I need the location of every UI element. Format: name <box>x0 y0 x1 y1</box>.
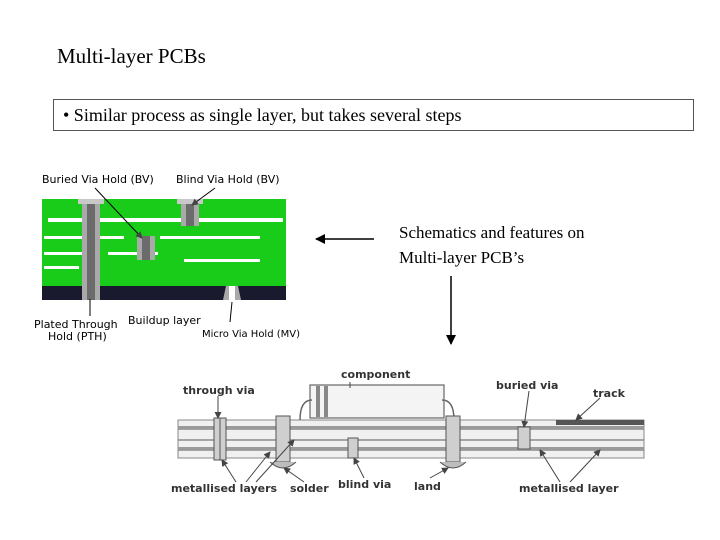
through-via-left <box>213 417 227 461</box>
label-track: track <box>593 387 626 400</box>
component <box>299 384 455 421</box>
blind-via-bottom <box>347 437 359 459</box>
pcb-green-board <box>42 199 286 286</box>
bottom-pcb-diagram: through via component buried via track m… <box>171 368 645 495</box>
pcb-buildup-base <box>42 286 286 300</box>
caption-line-1: Schematics and features on <box>399 223 585 242</box>
through-via-component-right <box>439 415 467 469</box>
label-buildup-layer: Buildup layer <box>128 314 201 327</box>
caption: Schematics and features on Multi-layer P… <box>399 220 659 270</box>
label-metallised-layer: metallised layer <box>519 482 619 495</box>
through-via-component-left <box>269 415 297 469</box>
label-plated-through-1: Plated Through <box>34 318 118 331</box>
slide-title: Multi-layer PCBs <box>57 44 206 68</box>
caption-line-2: Multi-layer PCB’s <box>399 248 525 267</box>
label-buried-via-hold: Buried Via Hold (BV) <box>42 173 154 186</box>
label-component: component <box>341 368 410 381</box>
label-solder: solder <box>290 482 329 495</box>
label-blind-via: blind via <box>338 478 391 491</box>
plated-through-via <box>78 199 104 300</box>
label-micro-via-hold: Micro Via Hold (MV) <box>202 329 300 340</box>
leader-lines <box>214 382 601 483</box>
buried-via-bottom <box>517 426 531 450</box>
bullet-box: • Similar process as single layer, but t… <box>53 99 694 131</box>
label-plated-through-2: Hold (PTH) <box>48 330 107 343</box>
top-pcb-diagram: Buried Via Hold (BV) Blind Via Hold (BV)… <box>34 173 300 343</box>
label-metallised-layers: metallised layers <box>171 482 278 495</box>
label-through-via: through via <box>183 384 255 397</box>
label-buried-via: buried via <box>496 379 558 392</box>
micro-via <box>223 286 241 300</box>
buried-via <box>137 236 155 260</box>
label-land: land <box>414 480 441 493</box>
blind-via <box>177 199 203 226</box>
track <box>556 420 644 425</box>
bullet-text: • Similar process as single layer, but t… <box>63 104 462 125</box>
label-blind-via-hold: Blind Via Hold (BV) <box>176 173 280 186</box>
board-layers <box>177 419 645 459</box>
